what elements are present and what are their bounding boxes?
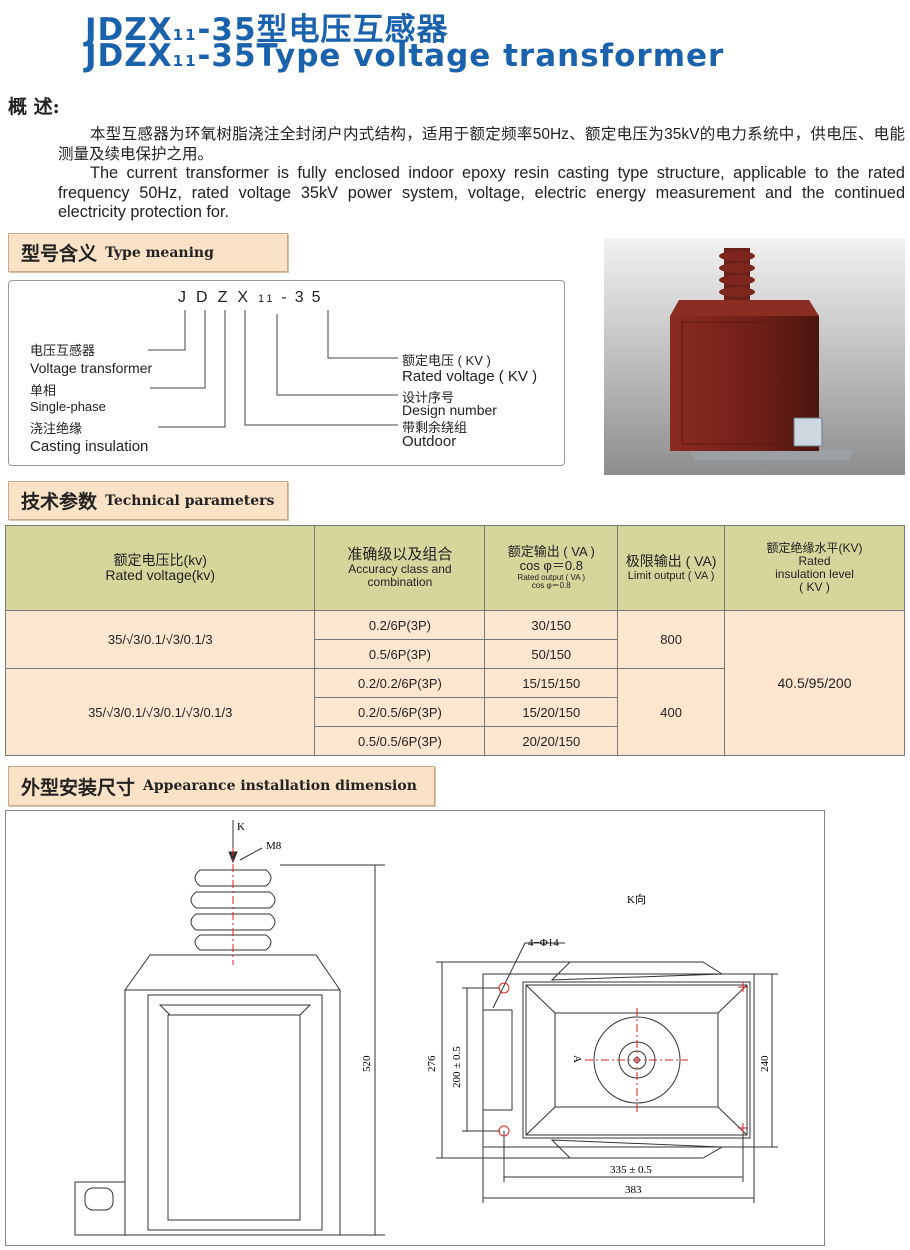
- label-casting-insulation-zh: 浇注绝缘: [30, 421, 83, 436]
- label-casting-insulation-en: Casting insulation: [30, 438, 149, 455]
- label-383: 383: [625, 1184, 642, 1196]
- label-residual-winding-zh: 带剩余绕组: [402, 420, 468, 435]
- label-rated-voltage-zh: 额定电压 ( KV ): [402, 353, 491, 368]
- label-rated-voltage-en: Rated voltage ( KV ): [402, 368, 538, 385]
- label-design-number-en: Design number: [402, 402, 497, 418]
- title-en: JDZX11-35Type voltage transformer: [85, 38, 725, 74]
- label-single-phase-en: Single-phase: [30, 399, 106, 414]
- label-single-phase-zh: 单相: [30, 383, 57, 398]
- label-voltage-transformer-zh: 电压互感器: [30, 343, 96, 358]
- table-row: 0.2/0.5/6P(3P)15/20/150: [6, 697, 905, 727]
- label-holes: 4−Φ14: [528, 937, 559, 949]
- label-outdoor-en: Outdoor: [402, 433, 457, 450]
- title-zh: JDZX11-35型电压互感器: [85, 12, 449, 48]
- dimension-drawing-frame: [5, 810, 825, 1246]
- label-240: 240: [759, 1055, 771, 1072]
- overview-heading: 概 述:: [8, 96, 60, 118]
- product-photo: [604, 238, 905, 475]
- overview-en: The current transformer is fully enclose…: [58, 164, 905, 221]
- overview-zh: 本型互感器为环氧树脂浇注全封闭户内式结构，适用于额定频率50Hz、额定电压为35…: [58, 126, 905, 163]
- label-k: K: [237, 821, 245, 833]
- label-m8: M8: [266, 840, 282, 852]
- table-row: 0.5/0.5/6P(3P)20/20/150: [6, 726, 905, 756]
- label-voltage-transformer-en: Voltage transformer: [30, 360, 153, 376]
- label-k-view: K向: [627, 892, 646, 906]
- label-335: 335 ± 0.5: [610, 1164, 652, 1176]
- label-design-number-zh: 设计序号: [402, 390, 455, 405]
- type-meaning-box: [8, 280, 565, 466]
- type-meaning-connectors: [148, 310, 398, 428]
- label-200: 200 ± 0.5: [451, 1046, 463, 1088]
- overview-text: 本型互感器为环氧树脂浇注全封闭户内式结构，适用于额定频率50Hz、额定电压为35…: [58, 125, 905, 223]
- label-276: 276: [426, 1055, 438, 1072]
- label-a: A: [571, 1055, 583, 1063]
- label-520: 520: [361, 1055, 373, 1072]
